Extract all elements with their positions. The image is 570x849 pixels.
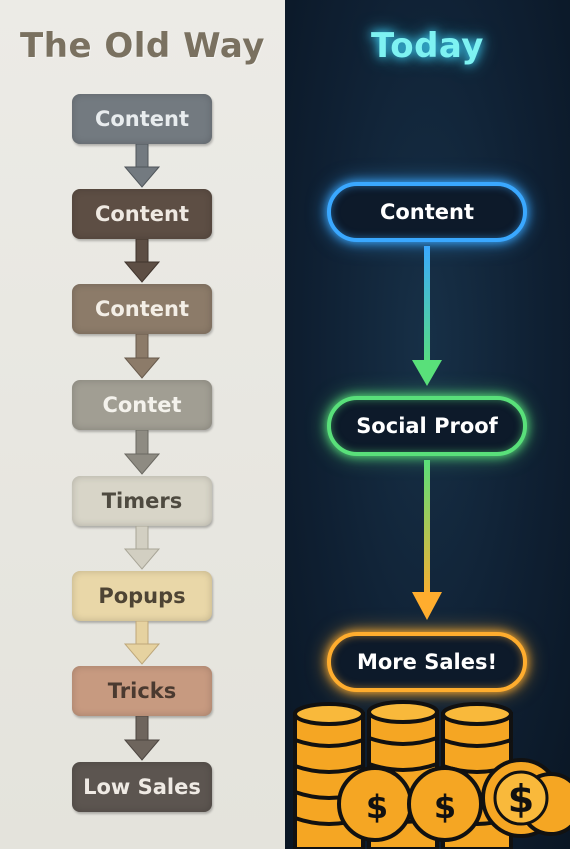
- coin-stack-icon: $ $ $: [293, 700, 570, 849]
- down-arrow-icon: [123, 621, 161, 665]
- svg-text:$: $: [508, 777, 534, 821]
- down-arrow-icon: [123, 430, 161, 475]
- down-arrow-icon: [123, 526, 161, 570]
- down-arrow-icon: [123, 716, 161, 761]
- svg-text:$: $: [434, 788, 456, 826]
- down-arrow-icon: [123, 334, 161, 379]
- today-step-more-sales: More Sales!: [327, 632, 527, 692]
- old-step-content-1: Content: [72, 94, 212, 144]
- old-step-low-sales: Low Sales: [72, 762, 212, 812]
- today-step-content: Content: [327, 182, 527, 242]
- today-title: Today: [371, 26, 484, 66]
- down-arrow-icon: [123, 144, 161, 188]
- down-arrow-icon: [412, 246, 442, 386]
- down-arrow-icon: [123, 239, 161, 283]
- old-step-content-3: Content: [72, 284, 212, 334]
- today-step-social-proof: Social Proof: [327, 396, 527, 456]
- old-step-popups: Popups: [72, 571, 212, 621]
- old-step-tricks: Tricks: [72, 666, 212, 716]
- svg-text:$: $: [366, 788, 388, 826]
- down-arrow-icon: [412, 460, 442, 620]
- old-step-content-2: Content: [72, 189, 212, 239]
- dollar-icon: $ $ $: [366, 777, 534, 826]
- old-step-timers: Timers: [72, 476, 212, 526]
- old-way-title: The Old Way: [20, 26, 265, 66]
- old-step-contet: Contet: [72, 380, 212, 430]
